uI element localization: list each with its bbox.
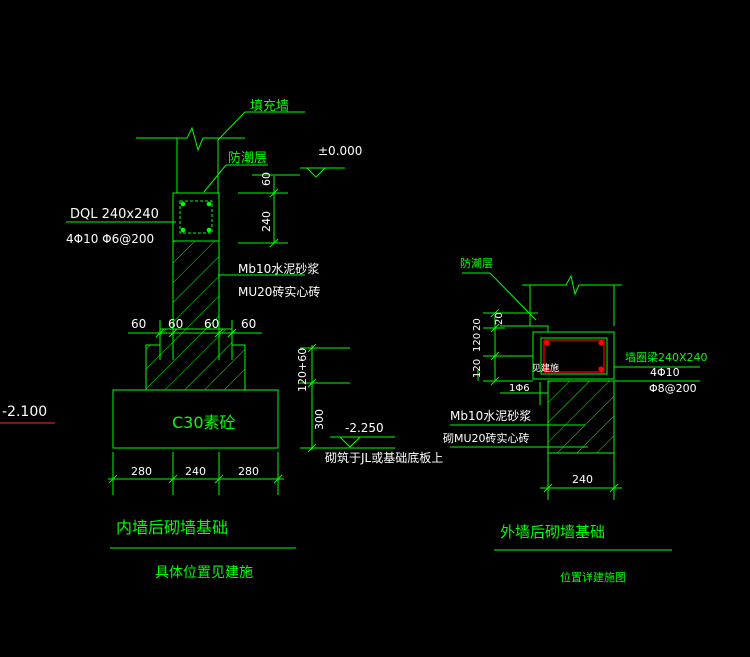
right-dim-phi6: 1Φ6	[509, 383, 530, 394]
left-brick-wall	[172, 240, 305, 330]
left-beam-rebar: 4Φ10 Φ6@200	[66, 232, 154, 246]
left-beam-label: DQL 240x240	[70, 207, 159, 222]
left-level-minus-2250: -2.250	[345, 421, 384, 435]
left-dim-60-c: 60	[204, 317, 219, 331]
right-dim-120-a: 120	[472, 333, 483, 352]
right-dim-20: 20	[472, 318, 483, 331]
left-label-infill-wall: 填充墙	[250, 98, 289, 114]
left-dim-60-b: 60	[168, 317, 183, 331]
left-dim-120-60: 120+60	[296, 348, 309, 392]
left-foundation-detail	[66, 111, 395, 549]
right-wall-above	[522, 274, 622, 326]
left-dim-horizontal-top	[128, 320, 262, 360]
left-level-minus-2250-symbol	[325, 436, 395, 449]
right-dim-240: 240	[572, 473, 593, 486]
left-dim-vertical-bottom	[300, 343, 350, 453]
right-brick-label: 砌MU20砖实心砖	[443, 431, 530, 445]
right-beam-rebar	[543, 339, 605, 373]
left-dim-280-left: 280	[131, 465, 152, 478]
side-level-marker: -2.100	[0, 404, 55, 424]
left-brick-steps	[145, 328, 246, 391]
left-dim-60-a: 60	[131, 317, 146, 331]
left-dim-300: 300	[313, 409, 326, 430]
right-subtitle: 位置详建施图	[560, 570, 626, 584]
left-dim-60-top: 60	[260, 172, 273, 186]
left-dim-240-mid: 240	[185, 465, 206, 478]
right-mortar-label: Mb10水泥砂浆	[450, 408, 531, 423]
left-dim-280-right: 280	[238, 465, 259, 478]
left-level-zero-symbol	[252, 167, 345, 178]
left-label-dpc: 防潮层	[228, 150, 267, 166]
right-beam-rebar-a: 4Φ10	[650, 366, 680, 379]
right-foundation-detail	[450, 272, 700, 551]
left-mortar-label: Mb10水泥砂浆	[238, 261, 319, 276]
right-dim-20-b: 20	[494, 312, 505, 325]
left-concrete-pad	[112, 389, 279, 449]
left-dim-horizontal-bottom	[108, 452, 284, 495]
left-base-note: 砌筑于JL或基础底板上	[325, 450, 443, 465]
right-beam-rebar-b: Φ8@200	[649, 382, 697, 395]
left-dim-vertical-top	[238, 176, 288, 248]
left-infill-wall	[136, 111, 305, 193]
right-dim-120-b: 120	[472, 359, 483, 378]
right-small-label: 见建施	[532, 362, 559, 374]
left-dim-60-d: 60	[241, 317, 256, 331]
left-level-zero: ±0.000	[318, 144, 362, 158]
side-level-text: -2.100	[2, 404, 47, 420]
right-dim-horizontal	[540, 453, 622, 500]
left-title: 内墙后砌墙基础	[116, 518, 228, 537]
left-concrete-label: C30素砼	[172, 413, 236, 432]
right-beam-label: 墙圈梁240X240	[625, 350, 708, 364]
right-title: 外墙后砌墙基础	[500, 523, 605, 541]
left-brick-label: MU20砖实心砖	[238, 284, 320, 299]
right-brick-wall	[547, 380, 615, 454]
left-dim-240-top: 240	[260, 211, 273, 232]
right-label-dpc: 防潮层	[460, 256, 493, 270]
left-subtitle: 具体位置见建施	[155, 565, 253, 581]
right-dim-vertical	[477, 308, 533, 386]
